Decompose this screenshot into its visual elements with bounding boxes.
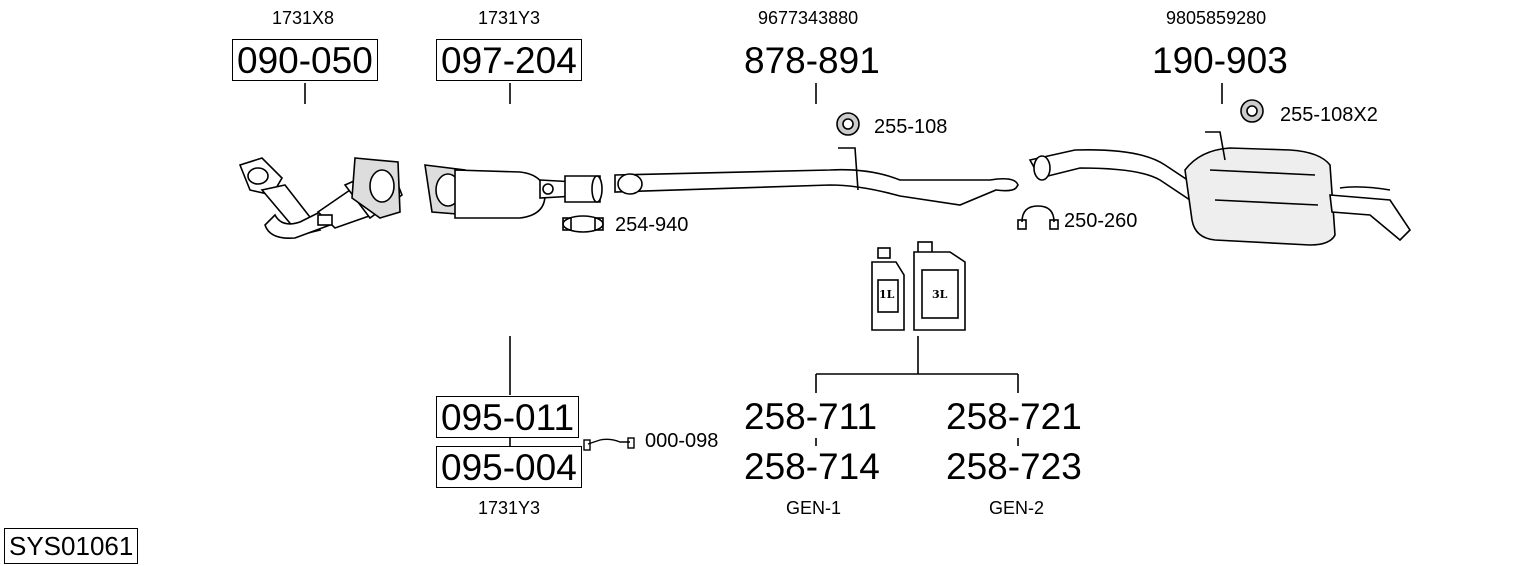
part-number-095-011[interactable]: 095-011 [436, 396, 580, 438]
additive-bottle-3l-icon [913, 241, 966, 331]
part-number-258-721[interactable]: 258-721 [946, 396, 1082, 437]
clamp-254-940-icon [562, 215, 604, 233]
manifold-downpipe [238, 157, 403, 240]
middle-pipe [614, 147, 1019, 206]
oem-label-2: 1731Y3 [478, 8, 541, 28]
gen1-label: GEN-1 [786, 498, 842, 518]
system-code: SYS01061 [4, 528, 139, 564]
oem-label-4: 9805859280 [1166, 8, 1267, 28]
accessory-250-260[interactable]: 250-260 [1064, 210, 1138, 232]
catalyst-converter [424, 164, 603, 219]
additive-bottle-1l-icon [871, 247, 905, 331]
bottle-label-3l: 3L [932, 288, 948, 301]
part-number-090-050[interactable]: 090-050 [232, 39, 378, 81]
accessory-255-108x2[interactable]: 255-108X2 [1280, 104, 1378, 126]
oem-label-1: 1731X8 [272, 8, 335, 28]
oem-label-3: 9677343880 [758, 8, 859, 28]
clamp-250-260-icon [1017, 205, 1059, 230]
part-number-097-204[interactable]: 097-204 [436, 39, 582, 81]
part-number-258-711[interactable]: 258-711 [744, 396, 878, 437]
oem-label-lower: 1731Y3 [478, 498, 541, 518]
part-number-095-004[interactable]: 095-004 [436, 446, 582, 488]
additive-bracket [815, 336, 1019, 393]
accessory-255-108[interactable]: 255-108 [874, 116, 948, 138]
hanger-255-108x2-icon [1240, 99, 1264, 123]
accessory-000-098[interactable]: 000-098 [645, 430, 719, 452]
accessory-254-940[interactable]: 254-940 [615, 214, 689, 236]
bottle-label-1l: 1L [879, 288, 895, 301]
sensor-000-098-icon [583, 437, 635, 451]
gen2-label: GEN-2 [989, 498, 1045, 518]
rear-silencer [1028, 131, 1412, 246]
part-number-258-723[interactable]: 258-723 [946, 446, 1082, 487]
part-number-190-903[interactable]: 190-903 [1152, 40, 1288, 81]
part-number-258-714[interactable]: 258-714 [744, 446, 880, 487]
hanger-255-108-icon [836, 112, 860, 136]
part-number-878-891[interactable]: 878-891 [744, 40, 880, 81]
